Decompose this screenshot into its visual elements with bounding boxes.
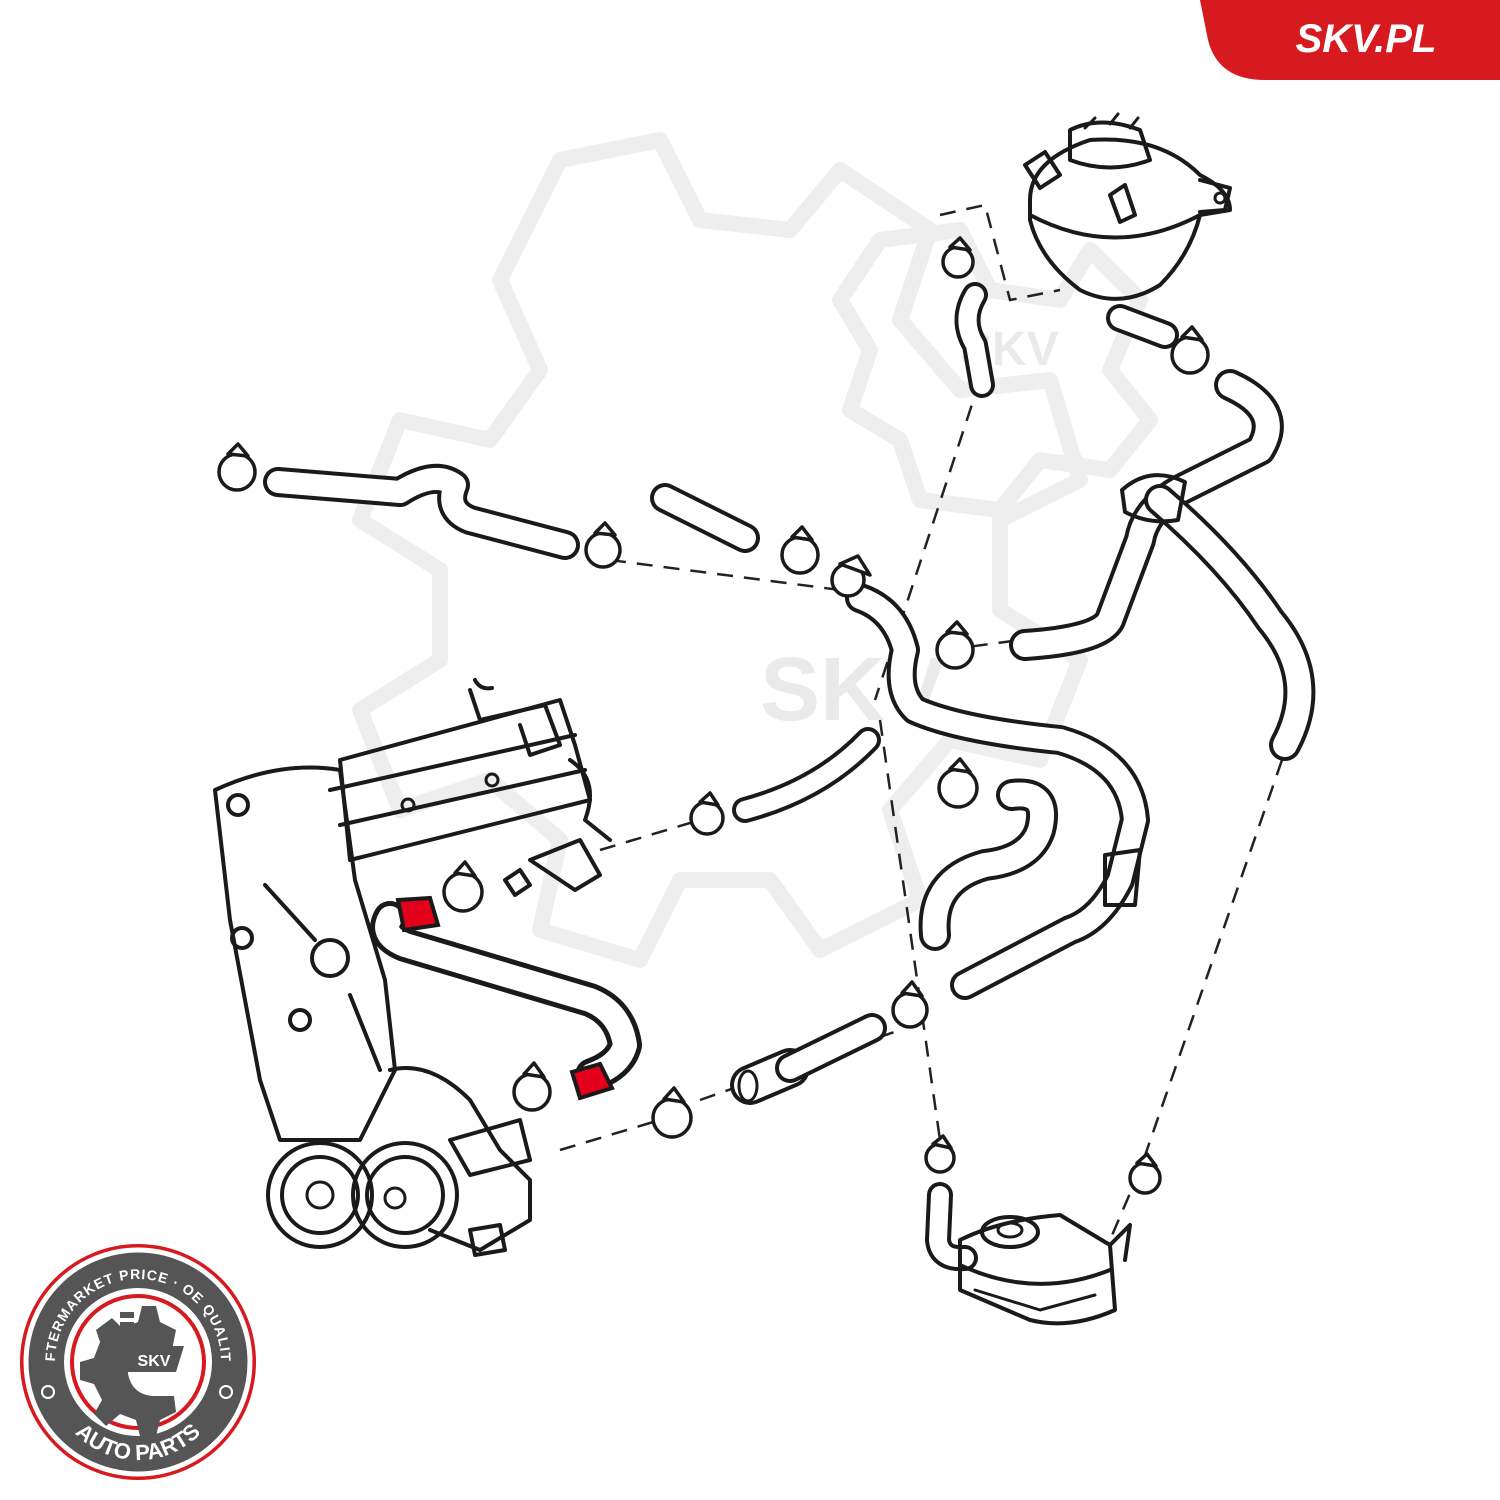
clamp-5 bbox=[935, 620, 975, 670]
engine-block bbox=[213, 678, 612, 1257]
hose-center-small bbox=[732, 727, 881, 823]
hose-lower-reducer bbox=[730, 1013, 887, 1105]
brand-tab-shape bbox=[1200, 0, 1500, 80]
hose-center-bend bbox=[918, 778, 1059, 951]
clamp-12 bbox=[651, 1086, 693, 1139]
oil-cooler bbox=[958, 1213, 1132, 1326]
hose-upper-left bbox=[263, 463, 580, 560]
hose-y-branch-right bbox=[1009, 369, 1316, 761]
hose-long-s-bend bbox=[845, 583, 1150, 1000]
expansion-tank bbox=[1023, 112, 1232, 301]
seal-top-text: AFTERMARKET PRICE · OE QUALITY bbox=[0, 0, 233, 1362]
brand-seal: AFTERMARKET PRICE · OE QUALITY AUTO PART… bbox=[0, 0, 256, 1480]
clamp-3 bbox=[780, 525, 820, 575]
clamp-9 bbox=[937, 757, 979, 809]
watermark-gear-small: SKV bbox=[832, 222, 1158, 518]
clamp-1 bbox=[217, 442, 257, 492]
clamp-4 bbox=[830, 554, 872, 598]
seal-center-text: SKV bbox=[138, 1353, 171, 1370]
highlighted-coolant-hose bbox=[370, 895, 642, 1101]
seal-center-banner bbox=[128, 1346, 184, 1372]
clamp-6 bbox=[941, 236, 975, 279]
clamp-15 bbox=[1128, 1152, 1162, 1195]
svg-text:AFTERMARKET PRICE · OE QUALITY: AFTERMARKET PRICE · OE QUALITY bbox=[0, 0, 234, 1362]
clamp-7 bbox=[1170, 325, 1210, 375]
highlighted-hose-end-top bbox=[395, 895, 441, 933]
brand-tab-label: SKV.PL bbox=[1296, 17, 1437, 61]
hose-clamps bbox=[217, 236, 1210, 1195]
brand-tab: SKV.PL bbox=[1200, 0, 1500, 80]
hose-tank-vertical bbox=[954, 282, 995, 398]
clamp-10 bbox=[442, 860, 484, 913]
clamp-13 bbox=[891, 980, 929, 1029]
hose-short-straight bbox=[650, 483, 760, 553]
clamp-14 bbox=[924, 1134, 956, 1174]
clamp-8 bbox=[689, 791, 725, 836]
clamp-11 bbox=[512, 1061, 552, 1112]
highlighted-hose-end-bottom bbox=[569, 1061, 615, 1101]
hose-tank-outlet bbox=[1106, 304, 1179, 349]
clamp-2 bbox=[584, 521, 622, 569]
